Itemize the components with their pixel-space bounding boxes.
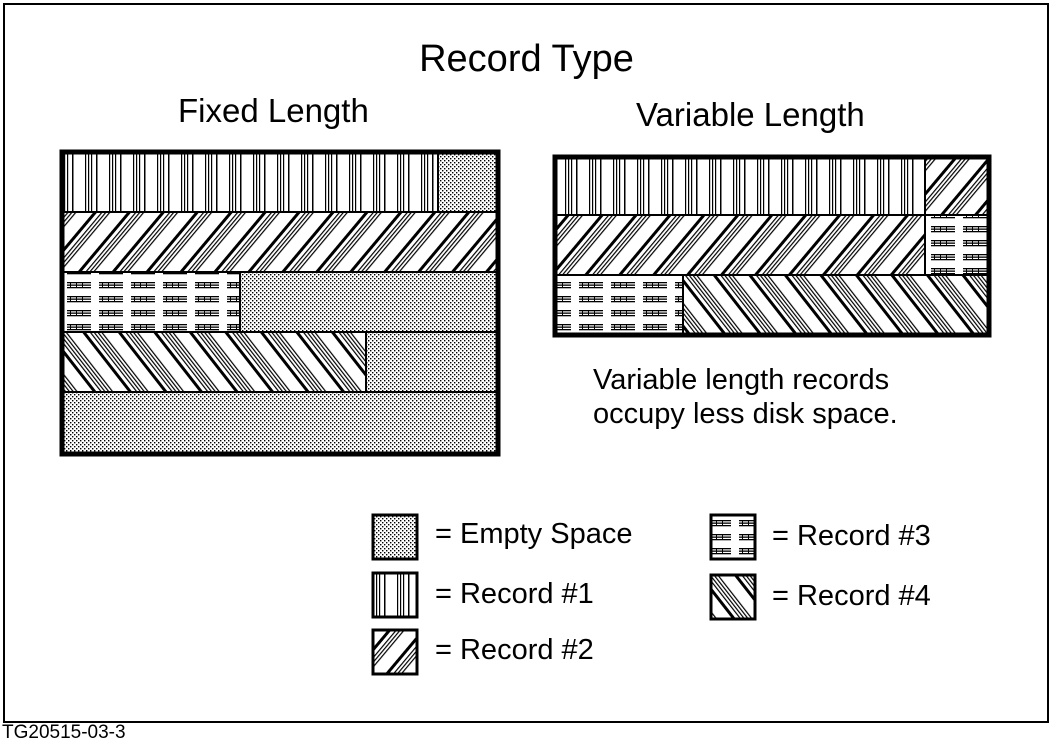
- variable-block-border: [552, 154, 992, 338]
- figure-caption: TG20515-03-3: [2, 722, 126, 743]
- var-row2-record2: [554, 214, 926, 276]
- fixed-row2-record2: [61, 211, 499, 273]
- legend-swatch-record3: [709, 513, 757, 561]
- legend-label-record3: = Record #3: [772, 520, 931, 552]
- variable-length-heading: Variable Length: [636, 96, 865, 133]
- fixed-row4-empty: [365, 331, 499, 393]
- var-row1-record1: [554, 156, 926, 216]
- legend-swatch-record1: [371, 571, 419, 619]
- legend-swatch-empty: [371, 513, 419, 561]
- legend-label-record1: = Record #1: [435, 578, 594, 610]
- var-row3-record4: [682, 274, 990, 336]
- fixed-length-block: [59, 149, 501, 457]
- legend-label-record2: = Record #2: [435, 634, 594, 666]
- fixed-length-heading: Fixed Length: [178, 92, 369, 129]
- var-row1-record2: [924, 156, 990, 216]
- variable-length-block: [552, 154, 992, 338]
- var-row3-record3: [554, 274, 684, 336]
- legend-swatch-record4: [709, 573, 757, 621]
- figure-frame: [3, 3, 1049, 723]
- variable-note-line1: Variable length records: [593, 364, 890, 396]
- legend-label-empty: = Empty Space: [435, 518, 633, 550]
- var-row2-record3: [924, 214, 990, 276]
- legend-swatch-record2: [371, 628, 419, 676]
- legend-label-record4: = Record #4: [772, 580, 931, 612]
- fixed-row5-empty: [61, 391, 499, 455]
- fixed-block-border: [59, 149, 501, 457]
- variable-note-line2: occupy less disk space.: [593, 398, 898, 430]
- fixed-row4-record4: [61, 331, 367, 393]
- fixed-row3-empty: [239, 271, 499, 333]
- fixed-row3-record3: [61, 271, 241, 333]
- fixed-row1-record1: [61, 151, 439, 213]
- diagram-title: Record Type: [419, 38, 634, 80]
- fixed-row1-empty: [437, 151, 499, 213]
